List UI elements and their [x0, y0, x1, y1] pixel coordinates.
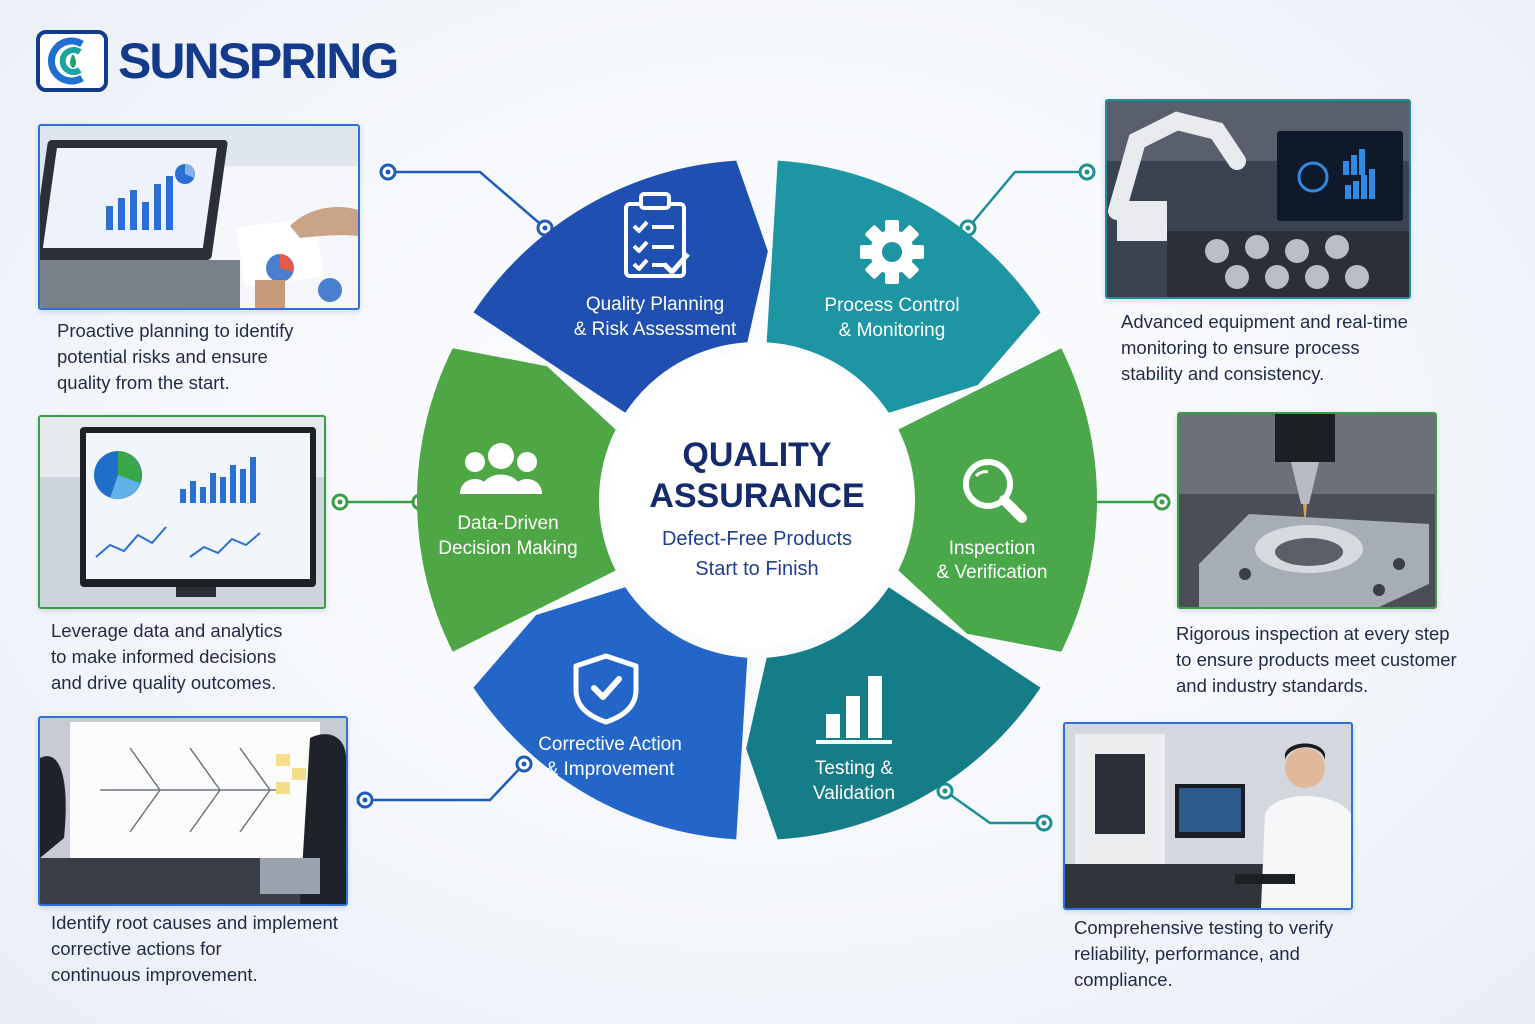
center-title-line2: ASSURANCE — [649, 477, 864, 515]
stage-corrective-line1: Corrective Action — [538, 734, 682, 755]
connector-process — [959, 163, 1096, 237]
cycle-wedges — [416, 160, 1098, 840]
center-subtitle-line1: Defect-Free Products — [662, 528, 852, 550]
connector-lines — [331, 163, 1171, 832]
data-photo — [38, 415, 326, 609]
center-circle — [609, 352, 905, 648]
wedge-inspection — [898, 348, 1098, 652]
planning-photo — [38, 124, 360, 310]
connector-corrective — [356, 755, 533, 809]
stage-planning-line2: & Risk Assessment — [574, 319, 737, 340]
stage-testing-line1: Testing & — [815, 758, 893, 779]
magnifier-icon — [963, 459, 1027, 523]
stage-process-line1: Process Control — [824, 295, 959, 316]
clipboard-check-icon — [624, 192, 690, 278]
wedge-testing — [746, 587, 1041, 840]
testing-photo — [1063, 722, 1353, 910]
stage-process-line2: & Monitoring — [839, 320, 946, 341]
connector-inspection — [1078, 493, 1171, 511]
center-title-line1: QUALITY — [682, 436, 832, 474]
stage-corrective-line2: & Improvement — [546, 759, 676, 780]
wedge-corrective — [473, 587, 748, 840]
wedge-planning — [473, 160, 768, 413]
brand-name: SUNSPRING — [118, 33, 399, 89]
brand-logo: SUNSPRING — [36, 30, 399, 92]
gear-icon — [860, 220, 924, 284]
shield-check-icon — [573, 653, 639, 725]
center-subtitle-line2: Start to Finish — [695, 558, 818, 580]
connector-data — [331, 493, 429, 511]
wedge-process — [766, 160, 1041, 413]
stage-inspection-line1: Inspection — [949, 538, 1036, 559]
connector-testing — [936, 782, 1053, 832]
stage-data-line2: Decision Making — [438, 538, 577, 559]
wedge-data — [416, 348, 616, 652]
sunspring-logo-icon — [36, 30, 108, 92]
stage-testing-line2: Validation — [813, 783, 895, 804]
stage-planning-line1: Quality Planning — [586, 294, 724, 315]
connector-planning — [379, 163, 554, 237]
inspection-photo — [1177, 412, 1437, 609]
stage-data-line1: Data-Driven — [457, 513, 558, 534]
people-group-icon — [460, 443, 542, 494]
stage-inspection-line2: & Verification — [937, 562, 1048, 583]
bar-chart-icon — [816, 676, 892, 744]
corrective-photo — [38, 716, 348, 906]
process-photo — [1105, 99, 1411, 299]
